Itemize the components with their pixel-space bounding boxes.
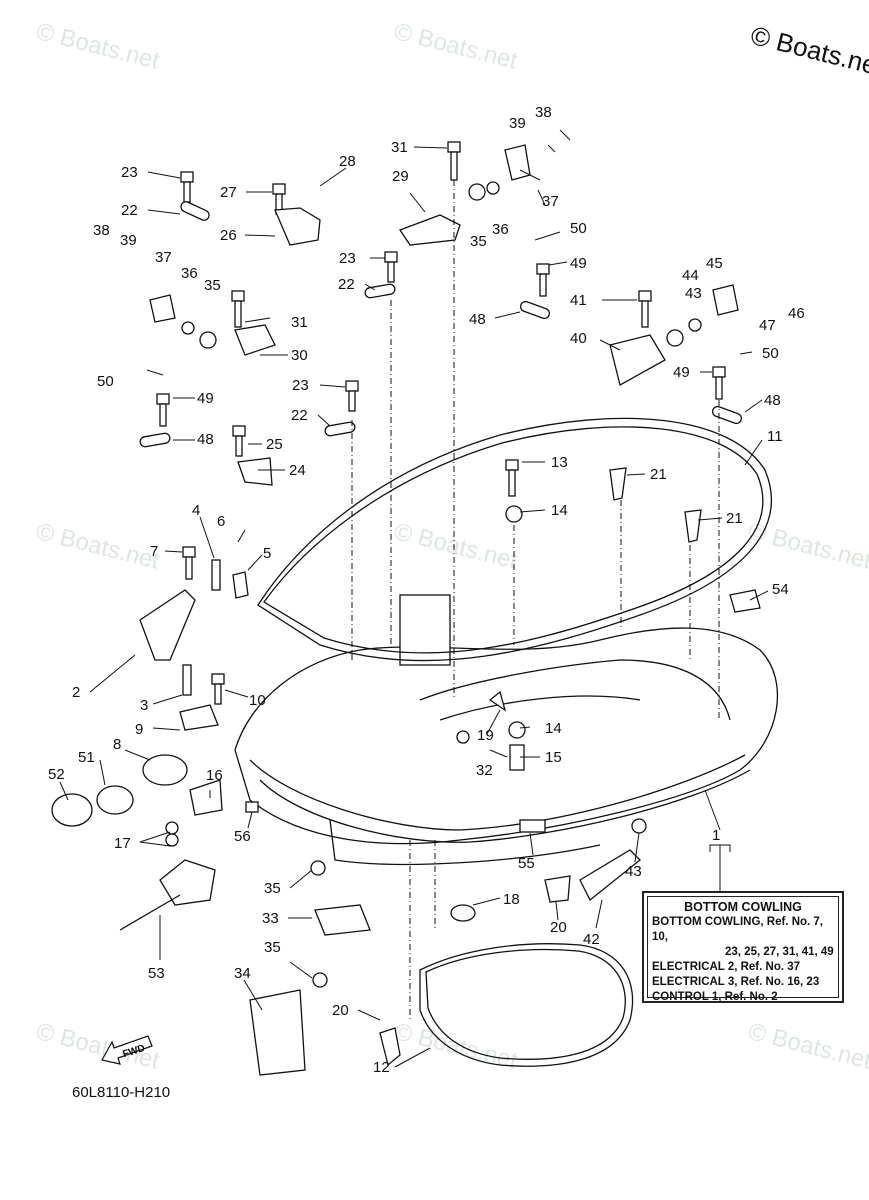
callout-56: 56 (234, 828, 251, 845)
callout-32: 32 (476, 762, 493, 779)
callout-30: 30 (291, 347, 308, 364)
seal-12-shape (419, 943, 634, 1067)
callout-48b: 48 (197, 431, 214, 448)
legend-line: 23, 25, 27, 31, 41, 49 (725, 946, 834, 958)
callout-7: 7 (150, 543, 158, 560)
callout-55: 55 (518, 855, 535, 872)
bottom-cowling-shape (234, 594, 779, 866)
callout-43b: 43 (625, 863, 642, 880)
callout-46: 46 (788, 305, 805, 322)
callout-52: 52 (48, 766, 65, 783)
alignment-lines (351, 180, 720, 1020)
callout-35c: 35 (264, 880, 281, 897)
fwd-arrow-icon: FWD (101, 1035, 153, 1065)
callout-29: 29 (392, 168, 409, 185)
legend-line: CONTROL 1, Ref. No. 2 (652, 991, 778, 1003)
callout-17: 17 (114, 835, 131, 852)
callout-44: 44 (682, 267, 699, 284)
callout-23a: 23 (121, 164, 138, 181)
callout-19: 19 (477, 727, 494, 744)
callout-45: 45 (706, 255, 723, 272)
callout-36a: 36 (492, 221, 509, 238)
callout-40: 40 (570, 330, 587, 347)
callout-31a: 31 (391, 139, 408, 156)
callout-4: 4 (192, 502, 200, 519)
callout-18: 18 (503, 891, 520, 908)
callout-8: 8 (113, 736, 121, 753)
callout-2: 2 (72, 684, 80, 701)
callout-33: 33 (262, 910, 279, 927)
legend-box: BOTTOM COWLING BOTTOM COWLING, Ref. No. … (642, 891, 844, 1003)
callout-42: 42 (583, 931, 600, 948)
callout-38a: 38 (535, 104, 552, 121)
callout-49a: 49 (570, 255, 587, 272)
callout-11: 11 (767, 428, 783, 445)
callout-31b: 31 (291, 314, 308, 331)
callout-28: 28 (339, 153, 356, 170)
legend-title: BOTTOM COWLING (684, 900, 802, 914)
callout-3: 3 (140, 697, 148, 714)
bolts (156, 141, 726, 705)
callout-14b: 14 (545, 720, 562, 737)
callout-37b: 37 (155, 249, 172, 266)
callout-27: 27 (220, 184, 237, 201)
callout-49c: 49 (673, 364, 690, 381)
callout-50a: 50 (570, 220, 587, 237)
callout-53: 53 (148, 965, 165, 982)
callout-37a: 37 (542, 193, 559, 210)
callout-10: 10 (249, 692, 266, 709)
callout-50c: 50 (762, 345, 779, 362)
callout-21b: 21 (726, 510, 743, 527)
callout-15: 15 (545, 749, 562, 766)
callout-21a: 21 (650, 466, 667, 483)
callout-54: 54 (772, 581, 789, 598)
seal-11-shape (257, 417, 772, 662)
callout-34: 34 (234, 965, 251, 982)
callout-22c: 22 (291, 407, 308, 424)
callout-20b: 20 (332, 1002, 349, 1019)
callout-16: 16 (206, 767, 223, 784)
callout-39a: 39 (509, 115, 526, 132)
callout-35a: 35 (470, 233, 487, 250)
callout-35d: 35 (264, 939, 281, 956)
callout-22b: 22 (338, 276, 355, 293)
callout-38b: 38 (93, 222, 110, 239)
callout-20a: 20 (550, 919, 567, 936)
callout-35b: 35 (204, 277, 221, 294)
legend-line: ELECTRICAL 3, Ref. No. 16, 23 (652, 976, 820, 988)
callout-1: 1 (712, 827, 720, 844)
callout-50b: 50 (97, 373, 114, 390)
callout-48a: 48 (469, 311, 486, 328)
callouts: 1 2 3 4 5 6 7 8 9 10 11 12 13 14 14 15 1… (48, 104, 805, 1076)
legend-line: BOTTOM COWLING, Ref. No. 7, 10, (652, 916, 824, 943)
callout-51: 51 (78, 749, 95, 766)
leader-lines (59, 129, 769, 1068)
callout-43a: 43 (685, 285, 702, 302)
callout-26: 26 (220, 227, 237, 244)
callout-48c: 48 (764, 392, 781, 409)
callout-47: 47 (759, 317, 776, 334)
legend-line: ELECTRICAL 2, Ref. No. 37 (652, 961, 801, 973)
callout-49b: 49 (197, 390, 214, 407)
callout-41: 41 (570, 292, 587, 309)
callout-39b: 39 (120, 232, 137, 249)
callout-6: 6 (217, 513, 225, 530)
callout-23b: 23 (339, 250, 356, 267)
misc-parts (51, 144, 761, 1076)
callout-25: 25 (266, 436, 283, 453)
diagram-code: 60L8110-H210 (72, 1084, 171, 1101)
callout-13: 13 (551, 454, 568, 471)
callout-12: 12 (373, 1059, 390, 1076)
callout-24: 24 (289, 462, 306, 479)
callout-36b: 36 (181, 265, 198, 282)
callout-9: 9 (135, 721, 143, 738)
callout-22a: 22 (121, 202, 138, 219)
callout-14a: 14 (551, 502, 568, 519)
callout-23c: 23 (292, 377, 309, 394)
callout-5: 5 (263, 545, 271, 562)
